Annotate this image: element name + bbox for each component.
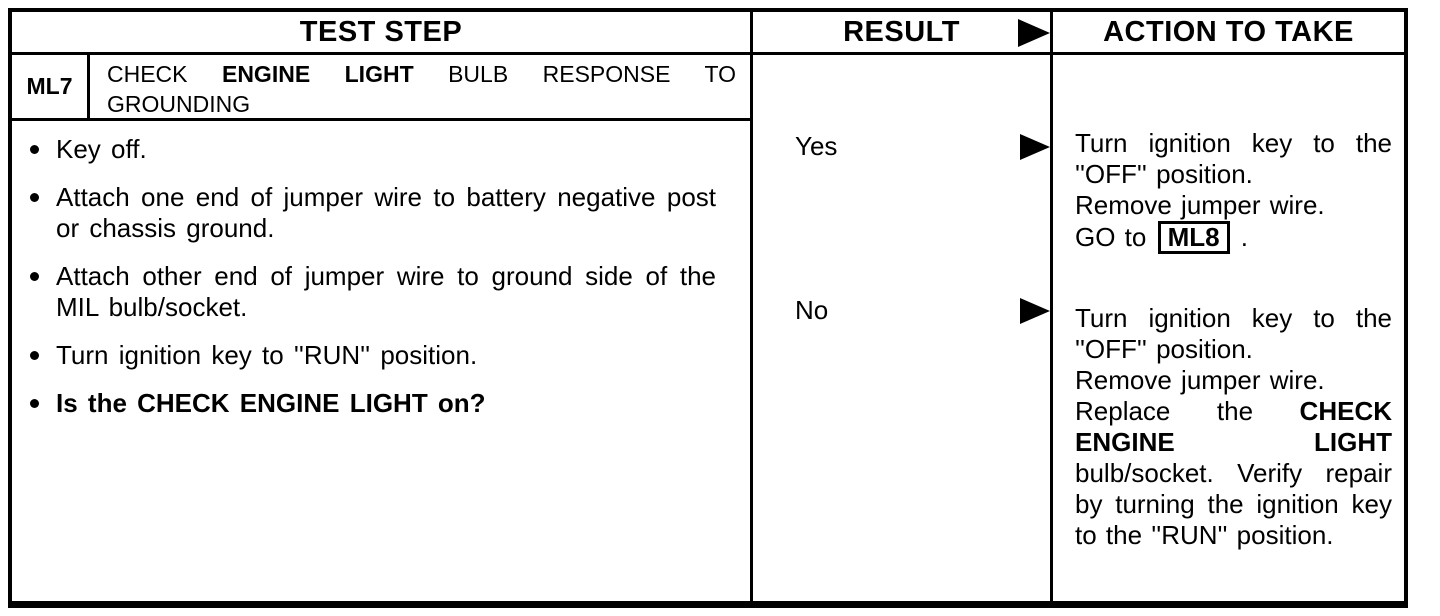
- test-step-bullet: Attach one end of jumper wire to battery…: [12, 182, 750, 244]
- result-no-arrow-icon: [1020, 298, 1050, 324]
- test-step-bullet: Attach other end of jumper wire to groun…: [12, 261, 750, 323]
- goto-step-box: ML8: [1157, 221, 1230, 254]
- result-yes-label: Yes: [795, 131, 838, 161]
- goto-period: .: [1231, 222, 1249, 252]
- column-divider-1: [750, 12, 753, 601]
- header-result-arrow-icon: [1018, 19, 1050, 47]
- bullet-text: Turn ignition key to ''RUN'' position.: [56, 340, 478, 370]
- header-test-step: TEST STEP: [299, 16, 463, 48]
- step-title-pre: CHECK: [107, 61, 222, 87]
- test-step-bullet-question: Is the CHECK ENGINE LIGHT on?: [12, 388, 750, 419]
- bullet-text: Key off.: [56, 134, 147, 164]
- action-line: Remove jumper wire.: [1075, 365, 1325, 395]
- step-title-bold: ENGINE LIGHT: [221, 61, 414, 87]
- bullet-text: Attach one end of jumper wire to battery…: [56, 182, 716, 243]
- action-no-block: Turn ignition key to the ''OFF'' positio…: [1075, 303, 1392, 551]
- action-text-post: bulb/socket. Verify repair by turning th…: [1075, 458, 1392, 550]
- bullet-icon: [30, 193, 39, 202]
- result-row-yes: Yes: [753, 131, 1050, 162]
- action-yes-block: Turn ignition key to the ''OFF'' positio…: [1075, 128, 1392, 254]
- bullet-text: Attach other end of jumper wire to groun…: [56, 261, 716, 322]
- test-step-bullet: Key off.: [12, 134, 750, 165]
- bullet-icon: [30, 351, 39, 360]
- header-action-to-take: ACTION TO TAKE: [1103, 16, 1354, 48]
- result-row-no: No: [753, 295, 1050, 326]
- action-text-pre: Replace the: [1075, 396, 1300, 426]
- action-line: Turn ignition key to the ''OFF'' positio…: [1075, 303, 1392, 364]
- step-id-row: ML7 CHECK ENGINE LIGHT BULB RESPONSE TO …: [12, 55, 750, 121]
- bullet-icon: [30, 145, 39, 154]
- step-title: CHECK ENGINE LIGHT BULB RESPONSE TO GROU…: [90, 55, 750, 118]
- pinpoint-test-table: TEST STEP RESULT ACTION TO TAKE ML7 CHEC…: [8, 8, 1408, 608]
- test-step-bullet: Turn ignition key to ''RUN'' position.: [12, 340, 750, 371]
- bullet-icon: [30, 399, 39, 408]
- action-line: Remove jumper wire.: [1075, 190, 1325, 220]
- bullet-text: Is the CHECK ENGINE LIGHT on?: [56, 388, 486, 418]
- bullet-icon: [30, 272, 39, 281]
- step-title-post: BULB RESPONSE TO GROUNDING: [107, 61, 737, 117]
- goto-text: GO to: [1075, 222, 1156, 252]
- result-no-label: No: [795, 295, 829, 325]
- header-result: RESULT: [843, 16, 960, 48]
- step-id: ML7: [12, 55, 90, 118]
- test-step-cell: Key off. Attach one end of jumper wire t…: [12, 121, 750, 601]
- action-replace-line: Replace the CHECK ENGINE LIGHT bulb/sock…: [1075, 396, 1392, 551]
- action-line: Turn ignition key to the ''OFF'' positio…: [1075, 128, 1392, 189]
- component-name-bold: CHECK ENGINE LIGHT: [1075, 396, 1392, 457]
- action-goto-line: GO to ML8 .: [1075, 221, 1392, 254]
- table-header-row: TEST STEP RESULT ACTION TO TAKE: [12, 12, 1404, 55]
- result-yes-arrow-icon: [1020, 134, 1050, 160]
- column-divider-2: [1050, 12, 1053, 601]
